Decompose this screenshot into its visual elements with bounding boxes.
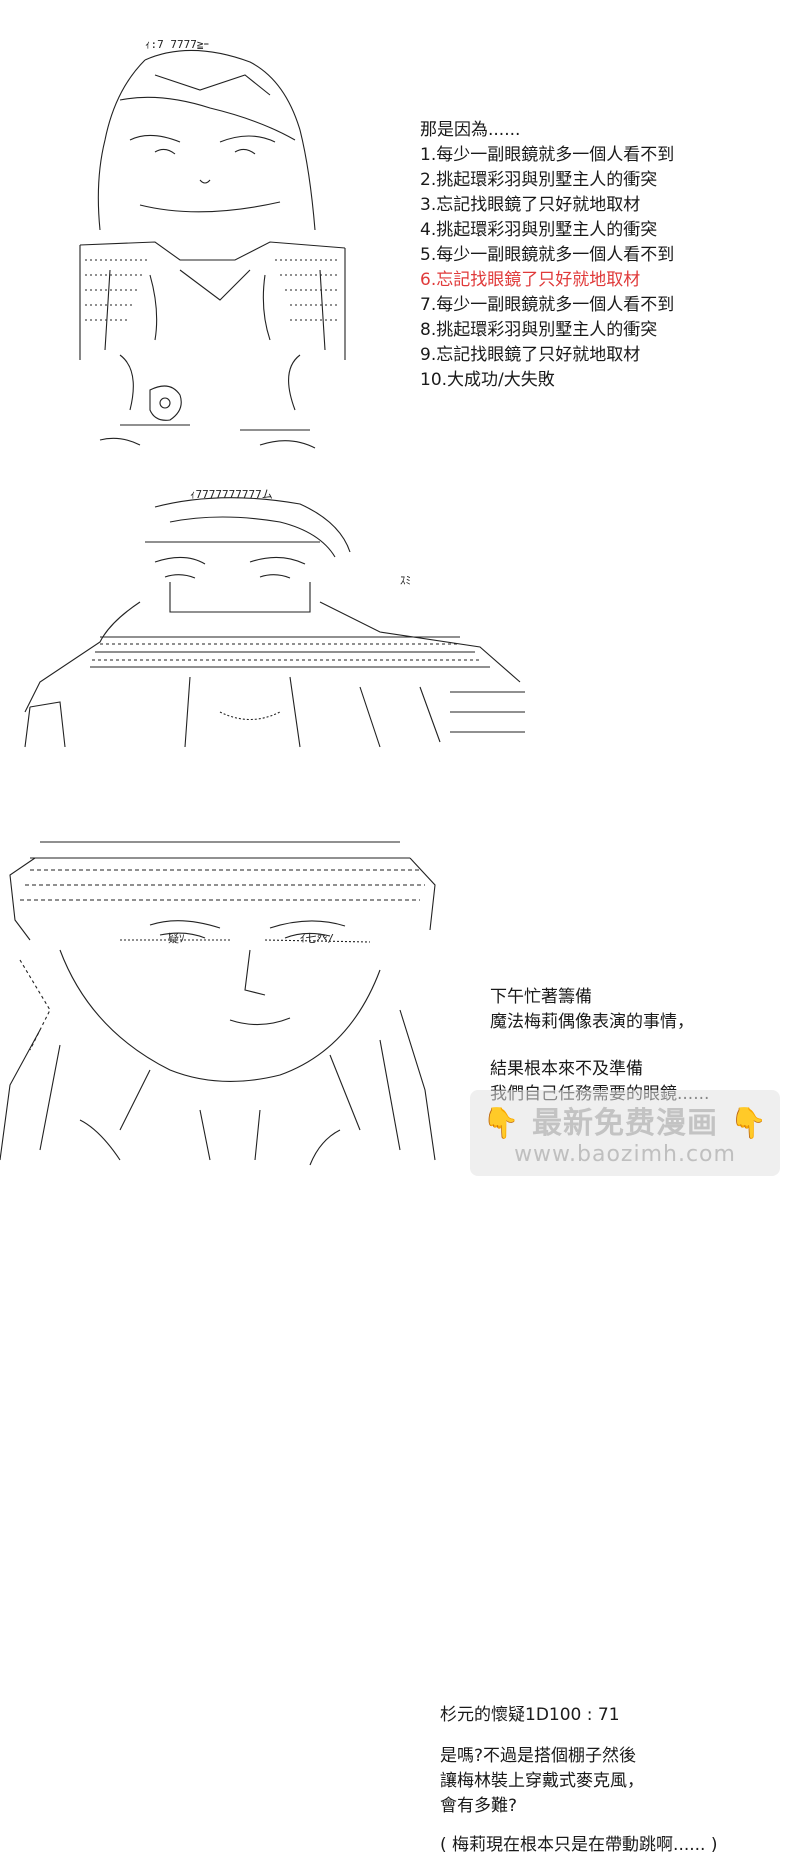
p2-line-2: 魔法梅莉偶像表演的事情， bbox=[490, 1012, 694, 1032]
ascii-art-suspicious-face: 疑ｿ ｲ七癶/ bbox=[0, 841, 436, 1166]
ascii-art-girl-figure: ｨ:7 7777≧ｰ bbox=[79, 38, 346, 449]
pointing-down-hand-icon: 👇 bbox=[482, 1106, 521, 1141]
p1-line-1: 1.每少一副眼鏡就多一個人看不到 bbox=[420, 145, 675, 165]
p3-gap bbox=[440, 1728, 718, 1744]
p1-line-10: 10.大成功/大失敗 bbox=[420, 370, 555, 390]
site-watermark: 👇 最新免费漫画 👇 www.baozimh.com bbox=[470, 1090, 780, 1176]
ascii-art-bowing-figure: ｨ7777777777ム ｽﾐ bbox=[24, 488, 525, 748]
p3-line-1: 是嗎?不過是搭個棚子然後 bbox=[440, 1746, 637, 1766]
panel-1-text-list: 那是因為...... 1.每少一副眼鏡就多一個人看不到 2.挑起環彩羽與別墅主人… bbox=[420, 118, 674, 393]
panel-2: ｨ7777777777ム ｽﾐ 下午忙著籌備 魔法梅莉偶像表演的事情， 結果根本… bbox=[0, 470, 800, 1104]
p2-line-1: 下午忙著籌備 bbox=[490, 987, 592, 1007]
p3-line-4: ( 梅莉現在根本只是在帶動跳啊...... ) bbox=[440, 1835, 718, 1855]
watermark-title-row: 👇 最新免费漫画 👇 bbox=[470, 1098, 780, 1142]
p2-line-3: 結果根本來不及準備 bbox=[490, 1059, 643, 1079]
p1-line-5: 5.每少一副眼鏡就多一個人看不到 bbox=[420, 245, 675, 265]
p3-line-2: 讓梅林裝上穿戴式麥克風， bbox=[440, 1771, 644, 1791]
watermark-title: 最新免费漫画 bbox=[532, 1106, 718, 1141]
watermark-url: www.baozimh.com bbox=[514, 1142, 736, 1167]
p1-line-0: 那是因為...... bbox=[420, 120, 521, 140]
p1-line-2: 2.挑起環彩羽與別墅主人的衝突 bbox=[420, 170, 658, 190]
aa3-glyph-left: 疑ｿ bbox=[168, 932, 185, 945]
p1-line-3: 3.忘記找眼鏡了只好就地取材 bbox=[420, 195, 641, 215]
panel-3-text: 杉元的懷疑1D100 : 71 是嗎?不過是搭個棚子然後 讓梅林裝上穿戴式麥克風… bbox=[440, 1703, 718, 1858]
panel-2-text: 下午忙著籌備 魔法梅莉偶像表演的事情， 結果根本來不及準備 我們自己任務需要的眼… bbox=[490, 985, 709, 1107]
aa2-bubble-glyphs: ｽﾐ bbox=[400, 574, 411, 587]
p1-line-6-highlighted: 6.忘記找眼鏡了只好就地取材 bbox=[420, 270, 641, 290]
p3-gap-2 bbox=[440, 1819, 718, 1833]
panel-1: ｨ:7 7777≧ｰ 那是因為...... 1.每少一副眼鏡就多一個人看不到 2… bbox=[0, 0, 800, 470]
dice-roll-line: 杉元的懷疑1D100 : 71 bbox=[440, 1705, 620, 1725]
pointing-down-hand-icon-right: 👇 bbox=[729, 1106, 768, 1141]
p1-line-4: 4.挑起環彩羽與別墅主人的衝突 bbox=[420, 220, 658, 240]
p1-line-7: 7.每少一副眼鏡就多一個人看不到 bbox=[420, 295, 675, 315]
p1-line-8: 8.挑起環彩羽與別墅主人的衝突 bbox=[420, 320, 658, 340]
p3-line-3: 會有多難? bbox=[440, 1796, 518, 1816]
p1-line-9: 9.忘記找眼鏡了只好就地取材 bbox=[420, 345, 641, 365]
aa1-header-glyphs: ｨ:7 7777≧ｰ bbox=[145, 38, 209, 51]
